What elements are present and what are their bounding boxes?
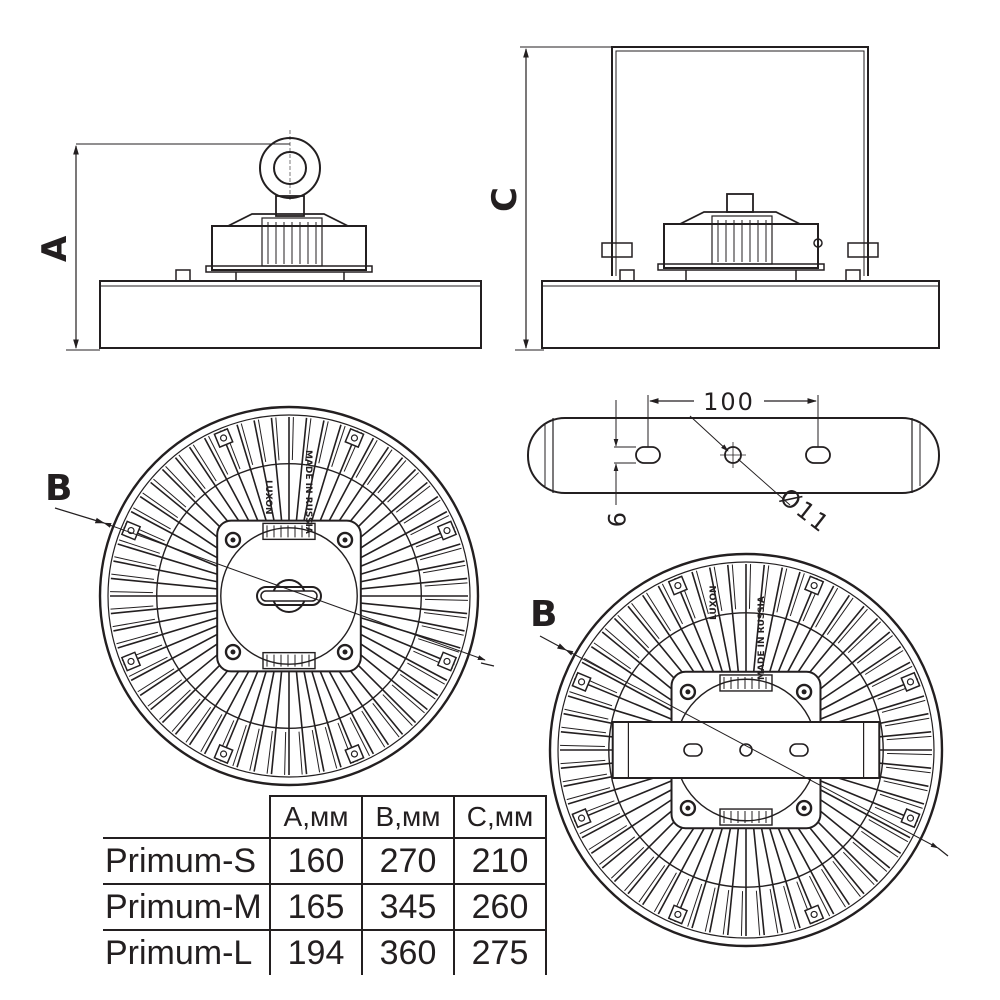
label-mount-spacing: 100 [703,388,755,416]
table-header-a: A,мм [269,795,363,839]
table-cell-c: 210 [453,837,547,885]
mounting-lug [436,651,458,672]
table-cell-a: 160 [269,837,363,885]
mounting-lug [344,743,365,765]
spec-table: A,мм B,мм C,мм Primum-S 160 270 210 Prim… [103,795,547,975]
marking-made: MADE IN RUSSIA [757,596,767,680]
table-row: Primum-S 160 270 210 [103,837,547,885]
table-cell-a: 165 [269,883,363,931]
table-cell-c: 275 [453,929,547,975]
side-view-bracket: C [485,46,940,351]
table-cell-model: Primum-S [103,837,271,885]
marking-made: MADE IN RUSSIA [303,450,313,534]
marking-brand: LUXON [263,480,273,515]
mounting-lug [344,427,365,449]
mounting-lug [120,651,142,672]
table-cell-c: 260 [453,883,547,931]
table-header-row: A,мм B,мм C,мм [103,795,547,839]
label-dim-b-2: B [530,594,557,635]
table-cell-b: 270 [361,837,455,885]
label-slot-width: 9 [602,512,630,527]
mounting-lug [803,904,825,925]
table-cell-a: 194 [269,929,363,975]
table-cell-model: Primum-M [103,883,271,931]
mounting-plate-view: 100 9 Ø11 [527,388,940,539]
mounting-lug [213,743,234,765]
top-view-eyebolt: LUXON MADE IN RUSSIA [98,405,480,787]
table-cell-model: Primum-L [103,929,271,975]
mounting-lug [571,807,592,829]
label-dim-a: A [35,235,75,262]
label-dim-b-1: B [45,468,72,509]
table-row: Primum-M 165 345 260 [103,883,547,931]
table-header-c: C,мм [453,795,547,839]
mounting-lug [571,671,592,693]
top-view-bracket: LUXON MADE IN RUSSIA [548,552,944,948]
bracket-plate [611,721,881,779]
side-view-eyebolt: A [35,130,482,351]
mounting-lug [900,671,921,693]
heatsink-outer-ring [548,552,944,948]
mounting-lug [667,904,689,925]
table-header-b: B,мм [361,795,455,839]
mounting-lug [213,427,234,449]
mounting-lug [803,575,825,596]
table-cell-b: 360 [361,929,455,975]
table-header-model [103,796,271,839]
mounting-lug [900,807,921,829]
mounting-lug [436,520,458,541]
table-row: Primum-L 194 360 275 [103,929,547,975]
table-cell-b: 345 [361,883,455,931]
label-dim-c: C [485,187,525,212]
marking-brand: LUXON [709,585,719,620]
mounting-lug [667,575,689,596]
label-hole-diameter: Ø11 [774,483,835,539]
